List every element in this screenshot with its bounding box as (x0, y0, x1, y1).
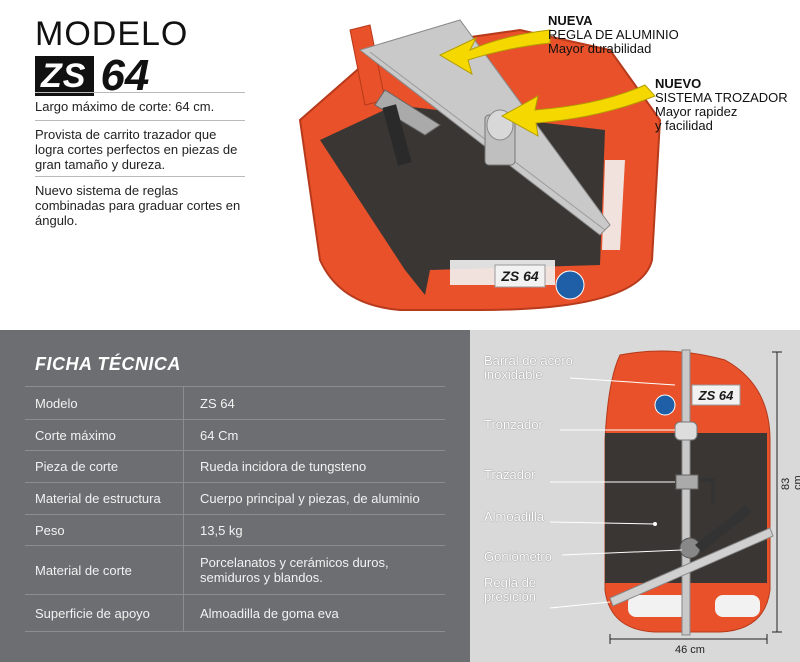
spec-value: Porcelanatos y cerámicos duros, semiduro… (183, 546, 430, 594)
divider (35, 176, 245, 177)
label-pad: Almoadilla (484, 509, 544, 524)
spec-key: Superficie de apoyo (35, 605, 150, 621)
width-dimension: 46 cm (675, 644, 705, 656)
description-rulers: Nuevo sistema de reglas combinadas para … (35, 183, 241, 228)
spec-key: Peso (35, 522, 65, 538)
product-image: ZS 64 (298, 19, 662, 311)
divider (35, 92, 245, 93)
label-bar: Barral de acero inoxidable (484, 353, 573, 382)
label-cutter: Tronzador (484, 417, 543, 432)
callout-cutter-line: y facilidad (655, 118, 713, 133)
cutter-diagram: ZS 64 (549, 349, 782, 644)
description-carriage: Provista de carrito trazador que logra c… (35, 127, 238, 172)
spec-key: Pieza de corte (35, 459, 119, 474)
diagram-panel: ZS 64 (470, 330, 800, 662)
model-badge: ZS (35, 56, 95, 96)
spec-value: Almoadilla de goma eva (183, 595, 339, 631)
table-row: Modelo ZS 64 (25, 386, 445, 419)
callout-ruler: NUEVA REGLA DE ALUMINIO Mayor durabilida… (548, 14, 679, 56)
callout-ruler-line: Mayor durabilidad (548, 41, 652, 56)
callout-ruler-head: NUEVA (548, 13, 593, 28)
label-marker: Trazador (484, 467, 536, 482)
arrow-cutter (500, 84, 656, 137)
height-dimension: 83 cm (780, 475, 800, 490)
callout-cutter: NUEVO SISTEMA TROZADOR Mayor rapidez y f… (655, 77, 788, 133)
model-code: ZS 64 (35, 51, 188, 100)
handle (374, 89, 441, 136)
table-row: Corte máximo 64 Cm (25, 419, 445, 450)
base-badge (494, 264, 546, 288)
spec-value: 64 Cm (183, 420, 238, 450)
arrow-ruler (438, 29, 551, 76)
callout-ruler-line: REGLA DE ALUMINIO (548, 27, 679, 42)
table-row: Material de corte Porcelanatos y cerámic… (25, 545, 445, 594)
spec-value: Cuerpo principal y piezas, de aluminio (183, 483, 420, 514)
base-label: ZS 64 (500, 268, 539, 284)
model-number: 64 (100, 51, 150, 100)
callout-cutter-line: SISTEMA TROZADOR (655, 90, 788, 105)
spec-value: Rueda incidora de tungsteno (183, 451, 366, 482)
diagram-base-label: ZS 64 (698, 388, 734, 403)
diagram-marker (675, 474, 699, 490)
table-row: Pieza de corte Rueda incidora de tungste… (25, 450, 445, 482)
table-row: Superficie de apoyo Almoadilla de goma e… (25, 594, 445, 632)
label-ruler: Regla de presición (484, 575, 537, 604)
spec-key: Material de corte (35, 562, 132, 578)
spec-sheet-title: FICHA TÉCNICA (35, 354, 181, 374)
spec-key: Material de estructura (35, 491, 161, 506)
diagram-protractor (679, 537, 701, 559)
table-row: Peso 13,5 kg (25, 514, 445, 545)
spec-table: Modelo ZS 64 Corte máximo 64 Cm Pieza de… (25, 386, 445, 632)
table-row: Material de estructura Cuerpo principal … (25, 482, 445, 514)
callout-cutter-line: Mayor rapidez (655, 104, 738, 119)
spec-value: 13,5 kg (183, 515, 243, 545)
model-heading: MODELO ZS 64 (35, 15, 189, 100)
diagram-cutter (674, 421, 698, 441)
spec-sheet: FICHA TÉCNICA Modelo ZS 64 Corte máximo … (0, 330, 800, 662)
description-length: Largo máximo de corte: 64 cm. (35, 99, 215, 114)
diagram-ruler (609, 527, 774, 607)
spec-key: Modelo (35, 395, 78, 411)
spec-value: ZS 64 (183, 387, 235, 419)
label-protractor: Goniómetro (484, 549, 552, 564)
base-sticker (555, 270, 585, 300)
spec-key: Corte máximo (35, 427, 116, 443)
divider (35, 120, 245, 121)
callout-cutter-head: NUEVO (655, 76, 702, 91)
diagram-bar (681, 349, 691, 636)
model-label: MODELO (35, 15, 189, 53)
